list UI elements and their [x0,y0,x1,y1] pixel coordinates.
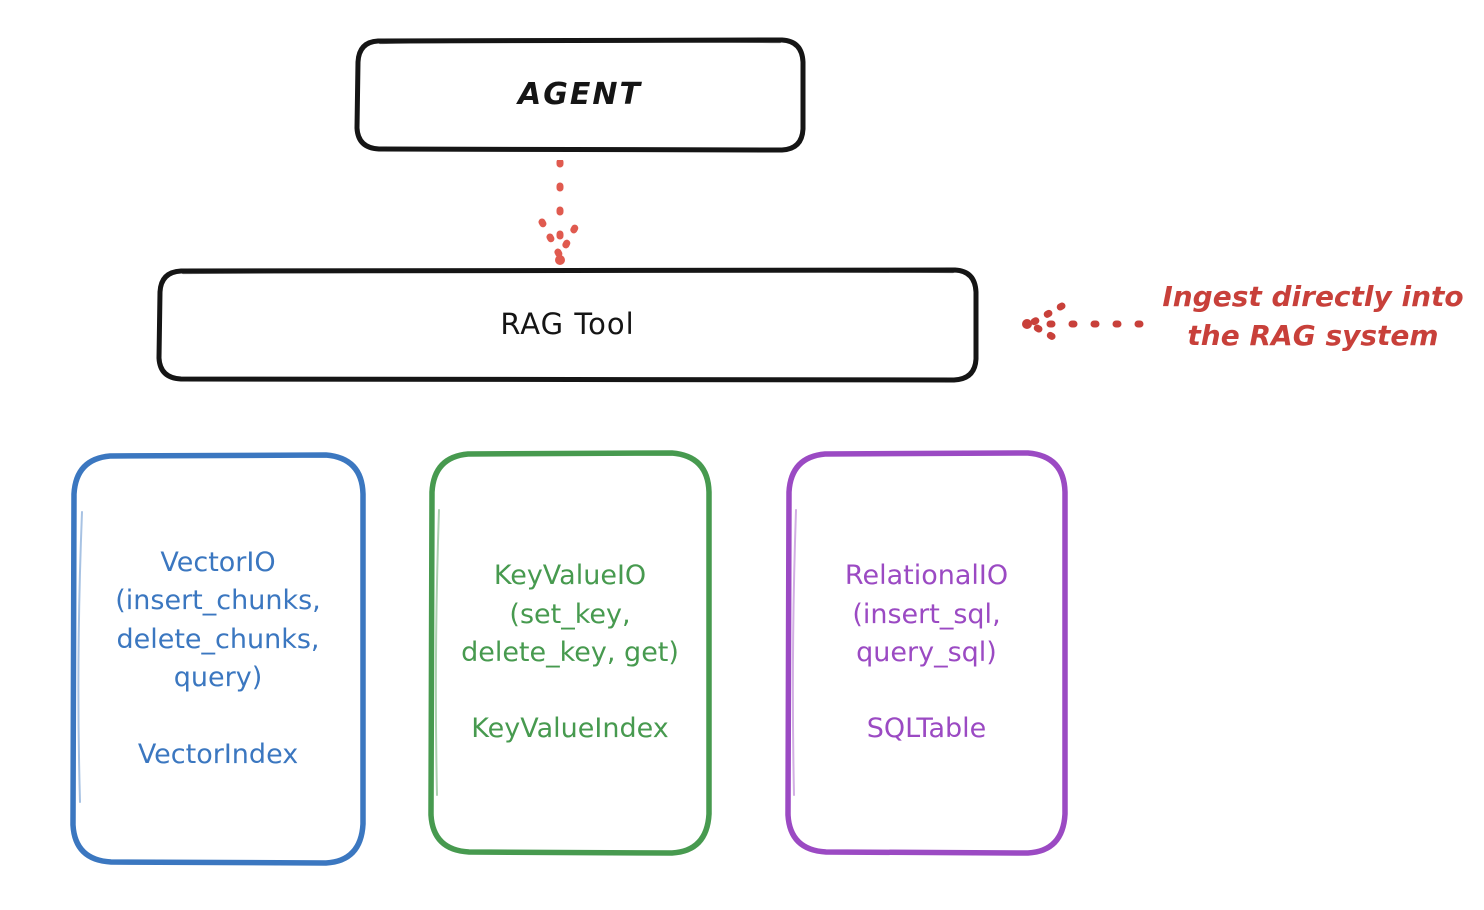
annotation-ingest-directly: Ingest directly into the RAG system [1162,280,1464,352]
node-rag-tool[interactable]: RAG Tool [156,267,979,383]
node-relational-io[interactable]: RelationalIO (insert_sql, query_sql) SQL… [785,450,1068,856]
edge-ingest-to-rag-tool [1022,300,1144,348]
node-vector-io-label: VectorIO (insert_chunks, delete_chunks, … [115,547,321,770]
node-key-value-io[interactable]: KeyValueIO (set_key, delete_key, get) Ke… [428,450,712,856]
node-rag-tool-label: RAG Tool [500,307,635,342]
node-vector-io[interactable]: VectorIO (insert_chunks, delete_chunks, … [70,452,366,866]
edge-agent-to-rag-tool [520,158,600,268]
node-agent-label: AGENT [518,76,642,112]
node-relational-io-label: RelationalIO (insert_sql, query_sql) SQL… [844,560,1009,745]
node-key-value-io-label: KeyValueIO (set_key, delete_key, get) Ke… [461,560,679,745]
node-agent[interactable]: AGENT [354,37,806,153]
